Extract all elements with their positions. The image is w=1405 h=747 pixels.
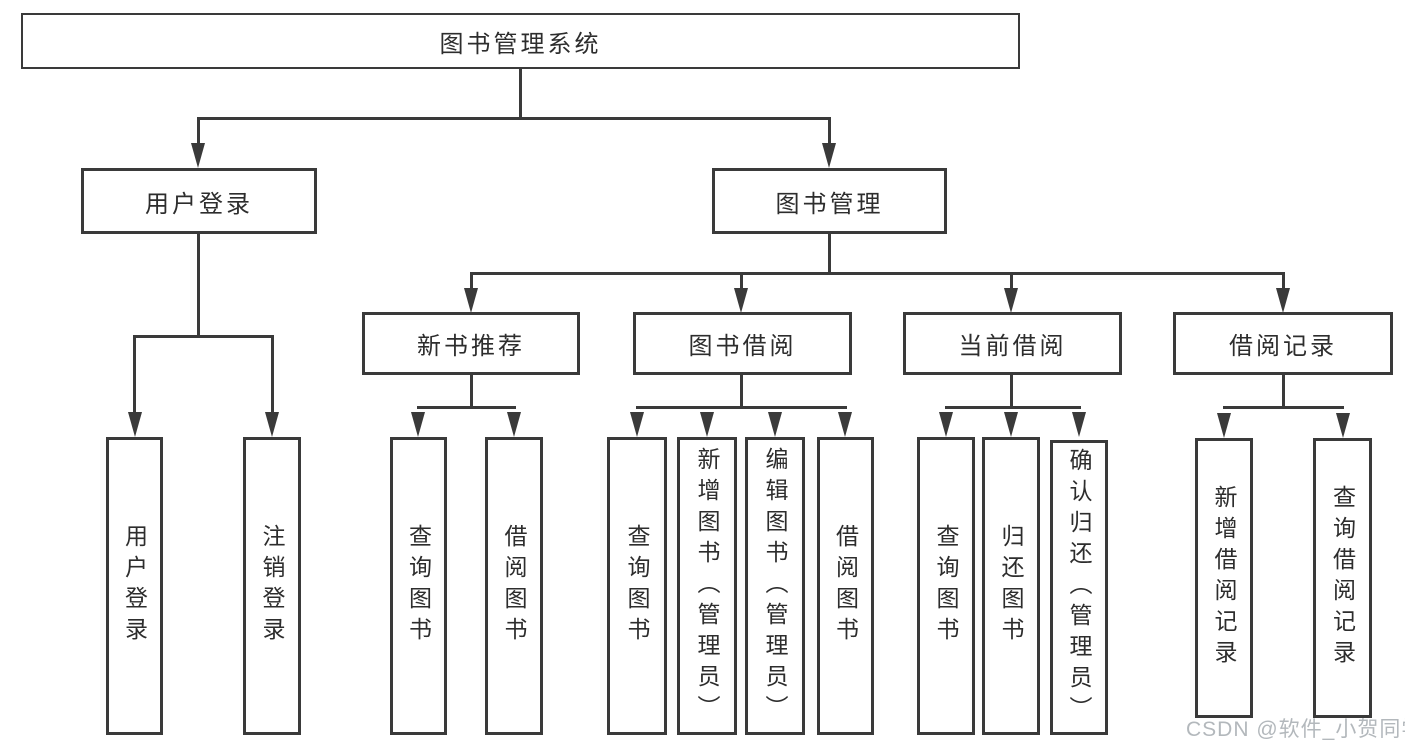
- node-leaf-query-books-current-label: 查询图书: [933, 524, 959, 648]
- connector-line: [197, 117, 831, 120]
- node-book-borrow-label: 图书借阅: [688, 333, 797, 360]
- node-leaf-add-books-admin-label: 新增图书（管理员）: [694, 446, 720, 726]
- node-leaf-borrow-books-label: 借阅图书: [832, 524, 859, 648]
- connector-line: [1282, 272, 1285, 292]
- node-leaf-logout-label: 注销登录: [259, 524, 285, 648]
- node-user-login-label: 用户登录: [145, 190, 253, 218]
- connector-line: [1282, 375, 1285, 409]
- connector-line: [1010, 272, 1013, 292]
- arrow-down-icon: [1004, 412, 1018, 437]
- arrow-down-icon: [630, 412, 644, 437]
- arrow-down-icon: [822, 143, 836, 168]
- node-leaf-borrow-books: 借阅图书: [817, 437, 874, 735]
- arrow-down-icon: [128, 412, 142, 437]
- node-borrow-record-label: 借阅记录: [1229, 333, 1337, 360]
- connector-line: [1010, 375, 1013, 409]
- arrow-down-icon: [939, 412, 953, 437]
- node-new-book-recommend-label: 新书推荐: [417, 333, 525, 360]
- node-leaf-query-books-current: 查询图书: [917, 437, 975, 735]
- node-leaf-query-books-borrow-label: 查询图书: [624, 524, 650, 648]
- node-leaf-borrow-books-recommend-label: 借阅图书: [501, 524, 527, 648]
- connector-line: [519, 69, 522, 120]
- connector-line: [740, 272, 743, 292]
- node-leaf-edit-books-admin-label: 编辑图书（管理员）: [762, 446, 788, 726]
- connector-line: [197, 234, 200, 338]
- node-leaf-query-books-borrow: 查询图书: [607, 437, 667, 735]
- arrow-down-icon: [1217, 413, 1231, 438]
- node-leaf-logout: 注销登录: [243, 437, 301, 735]
- arrow-down-icon: [411, 412, 425, 437]
- node-leaf-return-books: 归还图书: [982, 437, 1040, 735]
- node-book-management-label: 图书管理: [775, 190, 884, 218]
- node-leaf-query-borrow-record: 查询借阅记录: [1313, 438, 1372, 718]
- connector-line: [417, 406, 516, 409]
- node-leaf-query-borrow-record-label: 查询借阅记录: [1329, 485, 1356, 671]
- connector-line: [133, 335, 136, 415]
- connector-line: [470, 272, 473, 292]
- node-leaf-user-login: 用户登录: [106, 437, 163, 735]
- connector-line: [470, 375, 473, 409]
- connector-line: [828, 233, 831, 275]
- node-leaf-confirm-return-admin: 确认归还（管理员）: [1050, 440, 1108, 735]
- node-current-borrow-label: 当前借阅: [958, 333, 1067, 360]
- node-book-management: 图书管理: [712, 168, 947, 234]
- node-borrow-record: 借阅记录: [1173, 312, 1393, 375]
- node-leaf-confirm-return-admin-label: 确认归还（管理员）: [1066, 448, 1092, 727]
- node-leaf-query-books-recommend: 查询图书: [390, 437, 447, 735]
- arrow-down-icon: [191, 143, 205, 168]
- node-leaf-user-login-label: 用户登录: [121, 524, 148, 648]
- node-leaf-borrow-books-recommend: 借阅图书: [485, 437, 543, 735]
- connector-line: [271, 335, 274, 415]
- node-leaf-edit-books-admin: 编辑图书（管理员）: [745, 437, 805, 735]
- csdn-watermark: CSDN @软件_小贺同学: [1186, 718, 1405, 741]
- connector-line: [740, 375, 743, 409]
- arrow-down-icon: [1336, 413, 1350, 438]
- arrow-down-icon: [1072, 412, 1086, 437]
- arrow-down-icon: [1004, 288, 1018, 313]
- arrow-down-icon: [768, 412, 782, 437]
- node-new-book-recommend: 新书推荐: [362, 312, 580, 375]
- node-leaf-return-books-label: 归还图书: [998, 524, 1024, 648]
- arrow-down-icon: [1276, 288, 1290, 313]
- arrow-down-icon: [265, 412, 279, 437]
- arrow-down-icon: [700, 412, 714, 437]
- arrow-down-icon: [734, 288, 748, 313]
- node-book-borrow: 图书借阅: [633, 312, 852, 375]
- node-root: 图书管理系统: [21, 13, 1020, 69]
- node-current-borrow: 当前借阅: [903, 312, 1122, 375]
- node-leaf-add-borrow-record-label: 新增借阅记录: [1211, 485, 1237, 671]
- connector-line: [945, 406, 1081, 409]
- node-user-login: 用户登录: [81, 168, 317, 234]
- node-leaf-add-borrow-record: 新增借阅记录: [1195, 438, 1253, 718]
- connector-line: [1223, 406, 1344, 409]
- node-root-label: 图书管理系统: [439, 30, 602, 58]
- arrow-down-icon: [464, 288, 478, 313]
- connector-line: [197, 117, 200, 148]
- connector-line: [133, 335, 274, 338]
- connector-line: [828, 117, 831, 148]
- connector-line: [470, 272, 1285, 275]
- connector-line: [636, 406, 847, 409]
- node-leaf-query-books-recommend-label: 查询图书: [405, 524, 432, 648]
- arrow-down-icon: [507, 412, 521, 437]
- node-leaf-add-books-admin: 新增图书（管理员）: [677, 437, 737, 735]
- arrow-down-icon: [838, 412, 852, 437]
